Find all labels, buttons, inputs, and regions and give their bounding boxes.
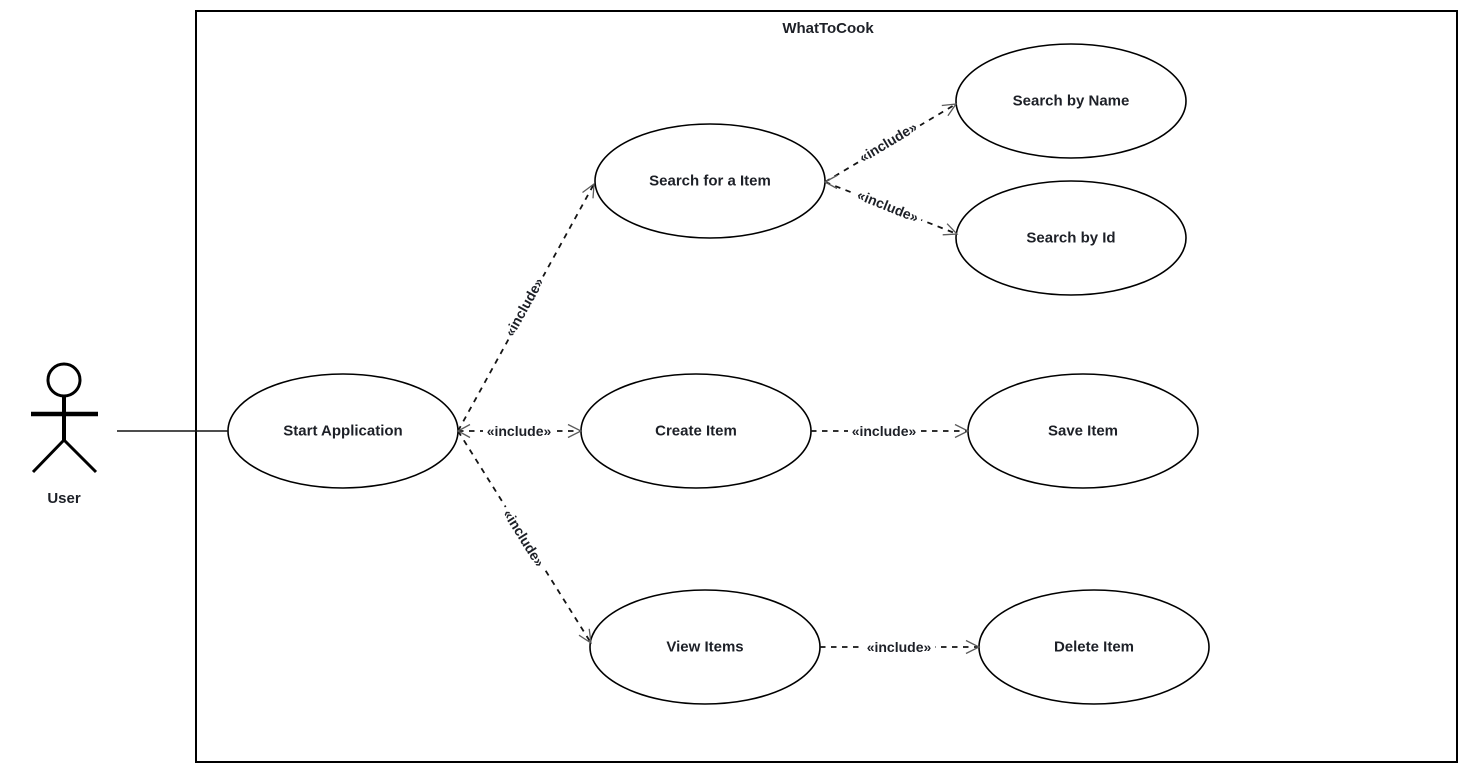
include-label-start-create: «include» — [483, 421, 555, 441]
use-case-start-application: Start Application — [227, 373, 459, 489]
arrowhead-into-delete-item — [965, 639, 981, 655]
include-edge-start-to-search-for-item — [457, 183, 595, 432]
include-label-create-save: «include» — [848, 421, 920, 441]
use-case-delete-item: Delete Item — [978, 589, 1210, 705]
system-title: WhatToCook — [782, 20, 874, 37]
include-label-text: «include» — [852, 423, 917, 439]
actor-user: User — [31, 362, 98, 507]
include-label-text: «include» — [487, 423, 552, 439]
use-case-ellipse — [955, 180, 1187, 296]
actor-head — [46, 362, 82, 398]
arrowhead-into-search-by-id — [942, 223, 959, 236]
use-case-label: Create Item — [655, 423, 737, 440]
use-case-search-by-name: Search by Name — [955, 43, 1187, 159]
use-case-search-by-id: Search by Id — [955, 180, 1187, 296]
use-case-search-for-item: Search for a Item — [594, 123, 826, 239]
arrowhead-into-view-items — [578, 628, 592, 645]
arrowhead-back-into-search-for-item — [823, 174, 838, 190]
use-case-ellipse — [955, 43, 1187, 159]
use-case-label: Save Item — [1048, 423, 1118, 440]
label-background — [496, 502, 552, 574]
arrowhead-into-create-item — [567, 423, 583, 439]
actor-left-leg — [31, 438, 66, 474]
include-edge-search-to-search-by-name — [824, 103, 957, 183]
arrowhead-into-save-item — [954, 423, 970, 439]
use-case-label: Search for a Item — [649, 173, 771, 190]
use-case-create-item: Create Item — [580, 373, 812, 489]
use-case-label: View Items — [666, 639, 743, 656]
use-case-label: Search by Name — [1013, 93, 1130, 110]
label-background — [850, 183, 926, 229]
include-label-text: «include» — [867, 639, 932, 655]
label-background — [497, 270, 551, 344]
actor-right-leg — [62, 438, 98, 474]
label-background — [848, 421, 920, 441]
use-case-label: Delete Item — [1054, 639, 1134, 656]
include-label-view-delete: «include» — [863, 637, 935, 657]
arrowhead-into-search-by-name — [941, 103, 958, 117]
label-background — [863, 637, 935, 657]
arrowhead-back-into-start-application — [456, 423, 471, 439]
use-case-save-item: Save Item — [967, 373, 1199, 489]
label-background — [851, 114, 925, 170]
use-case-label: Start Application — [283, 423, 402, 440]
use-case-view-items: View Items — [589, 589, 821, 705]
actor-label: User — [47, 490, 81, 507]
arrowhead-into-search-for-item — [582, 182, 595, 199]
use-case-label: Search by Id — [1026, 230, 1115, 247]
label-background — [483, 421, 555, 441]
